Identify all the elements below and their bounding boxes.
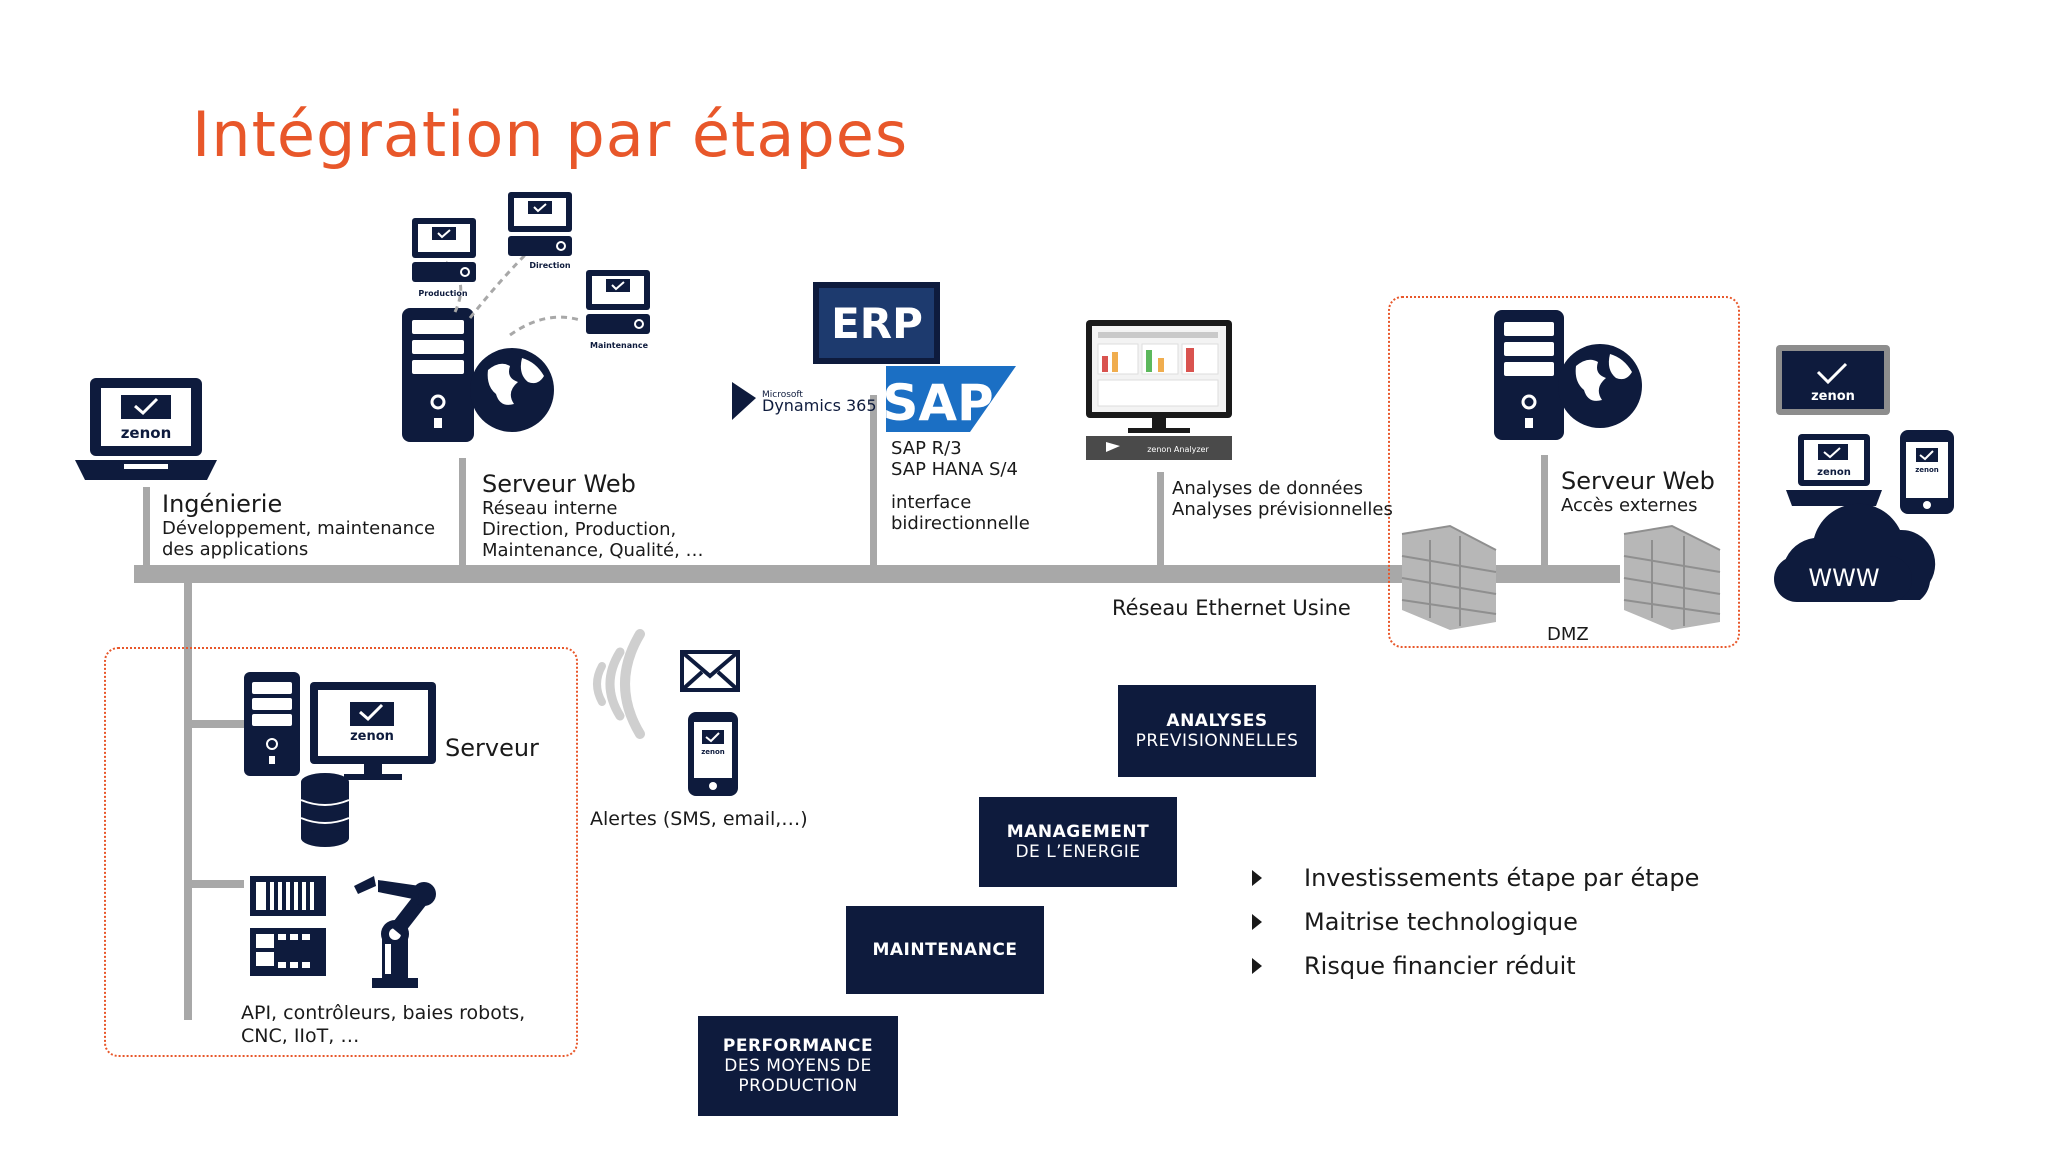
external-phone-icon: zenon bbox=[1900, 430, 1954, 514]
external-monitor-icon: zenon bbox=[1776, 345, 1890, 415]
svg-text:zenon: zenon bbox=[1811, 389, 1855, 404]
step-performance: PERFORMANCE DES MOYENS DE PRODUCTION bbox=[698, 1016, 898, 1116]
triangle-bullet-icon bbox=[1252, 958, 1262, 974]
mini-pc-production-icon: Production bbox=[412, 218, 476, 298]
database-icon bbox=[300, 773, 350, 847]
plc-controller-icon bbox=[250, 876, 326, 976]
mini-pc-direction-icon: Direction bbox=[508, 192, 572, 270]
svg-text:Production: Production bbox=[418, 289, 468, 298]
triangle-bullet-icon bbox=[1252, 870, 1262, 886]
step-predictive-analyses: ANALYSES PREVISIONNELLES bbox=[1118, 685, 1316, 777]
svg-text:WWW: WWW bbox=[1808, 564, 1879, 592]
triangle-bullet-icon bbox=[1252, 914, 1262, 930]
step-energy-management: MANAGEMENT DE L’ENERGIE bbox=[979, 797, 1177, 887]
microsoft-dynamics-logo: Microsoft Dynamics 365 bbox=[732, 382, 877, 420]
svg-text:zenon: zenon bbox=[350, 729, 394, 744]
wireless-signal-icon bbox=[593, 629, 645, 739]
svg-text:Dynamics 365: Dynamics 365 bbox=[762, 396, 877, 415]
mini-pc-maintenance-icon: Maintenance bbox=[586, 270, 650, 350]
bullet-item: Investissements étape par étape bbox=[1252, 864, 1699, 892]
external-laptop-icon: zenon bbox=[1786, 434, 1882, 506]
svg-text:Microsoft: Microsoft bbox=[762, 390, 803, 400]
step-maintenance: MAINTENANCE bbox=[846, 906, 1044, 994]
firewall-right-icon bbox=[1623, 524, 1721, 630]
page-title: Intégration par étapes bbox=[192, 98, 909, 171]
local-monitor-icon: zenon bbox=[310, 682, 436, 780]
svg-text:zenon: zenon bbox=[701, 748, 725, 756]
bullet-item: Risque financier réduit bbox=[1252, 952, 1576, 980]
envelope-icon bbox=[680, 650, 740, 692]
webserver-internal-label: Serveur Web Réseau interne Direction, Pr… bbox=[482, 470, 704, 561]
analyzer-label: Analyses de données Analyses prévisionne… bbox=[1172, 478, 1393, 520]
server-tower-external-icon bbox=[1494, 310, 1564, 440]
engineering-label: Ingénierie Développement, maintenance de… bbox=[162, 490, 436, 560]
sap-logo: SAP bbox=[882, 366, 1016, 432]
laptop-icon: zenon bbox=[75, 378, 217, 480]
webserver-external-label: Serveur Web Accès externes bbox=[1561, 467, 1715, 516]
svg-text:zenon: zenon bbox=[121, 424, 172, 442]
alert-phone-icon: zenon bbox=[688, 712, 738, 796]
svg-text:zenon Analyzer: zenon Analyzer bbox=[1147, 445, 1209, 454]
alerts-label: Alertes (SMS, email,…) bbox=[590, 808, 808, 830]
bullet-item: Maitrise technologique bbox=[1252, 908, 1578, 936]
devices-label: API, contrôleurs, baies robots, CNC, IIo… bbox=[241, 1002, 526, 1047]
server-tower-icon bbox=[402, 308, 474, 442]
network-label: Réseau Ethernet Usine bbox=[1112, 596, 1351, 620]
ethernet-bus bbox=[134, 565, 1620, 583]
robot-arm-icon bbox=[354, 876, 436, 988]
dmz-zone bbox=[1388, 296, 1740, 648]
globe-icon bbox=[470, 348, 554, 432]
local-server-tower-icon bbox=[244, 672, 300, 776]
dmz-label: DMZ bbox=[1547, 624, 1589, 645]
local-zone bbox=[104, 647, 578, 1057]
server-label: Serveur bbox=[445, 734, 539, 762]
svg-text:ERP: ERP bbox=[831, 299, 923, 348]
analyzer-monitor-icon: zenon Analyzer bbox=[1086, 320, 1232, 460]
svg-text:Direction: Direction bbox=[529, 261, 571, 270]
cloud-icon: WWW bbox=[1774, 503, 1936, 602]
svg-text:SAP: SAP bbox=[882, 374, 993, 432]
erp-badge: ERP bbox=[813, 282, 940, 364]
svg-text:Maintenance: Maintenance bbox=[590, 341, 649, 350]
globe-external-icon bbox=[1558, 344, 1642, 428]
svg-text:zenon: zenon bbox=[1817, 467, 1851, 478]
erp-label: SAP R/3 SAP HANA S/4 interface bidirecti… bbox=[891, 438, 1030, 534]
firewall-left-icon bbox=[1401, 524, 1497, 630]
svg-text:zenon: zenon bbox=[1915, 466, 1939, 474]
